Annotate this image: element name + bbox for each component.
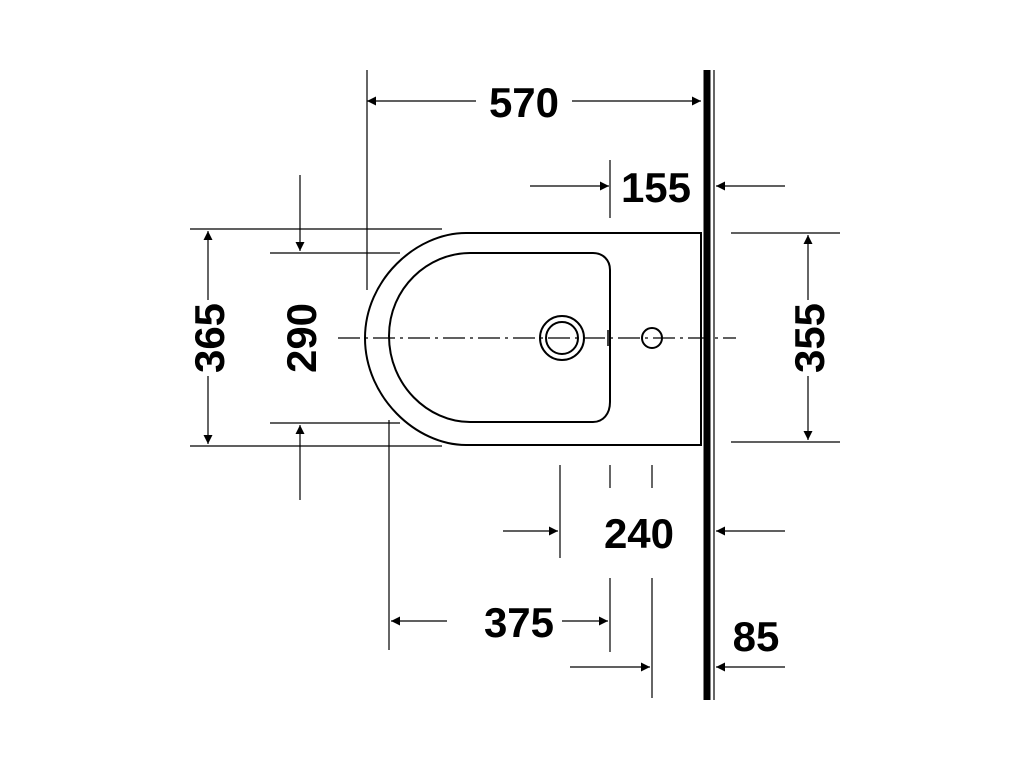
- extension-lines: [190, 70, 840, 698]
- dim-375-label: 375: [484, 599, 554, 646]
- bidet-outer-rim: [363, 232, 702, 446]
- dim-365: 365: [186, 231, 233, 444]
- bidet-outline: [363, 232, 702, 446]
- dim-240-label: 240: [604, 510, 674, 557]
- bidet-inner-bowl: [387, 252, 611, 423]
- dim-155: 155: [530, 164, 785, 211]
- dim-570: 570: [367, 79, 701, 126]
- dim-290: 290: [278, 175, 325, 500]
- dim-375: 375: [391, 599, 608, 646]
- dim-355-label: 355: [786, 303, 833, 373]
- wall: [703, 70, 715, 700]
- dim-570-label: 570: [489, 79, 559, 126]
- dim-365-label: 365: [186, 303, 233, 373]
- dim-155-label: 155: [621, 164, 691, 211]
- dim-85: 85: [570, 613, 785, 672]
- dim-290-label: 290: [278, 303, 325, 373]
- dim-355: 355: [786, 235, 833, 440]
- dim-85-label: 85: [733, 613, 780, 660]
- dim-240: 240: [503, 510, 785, 557]
